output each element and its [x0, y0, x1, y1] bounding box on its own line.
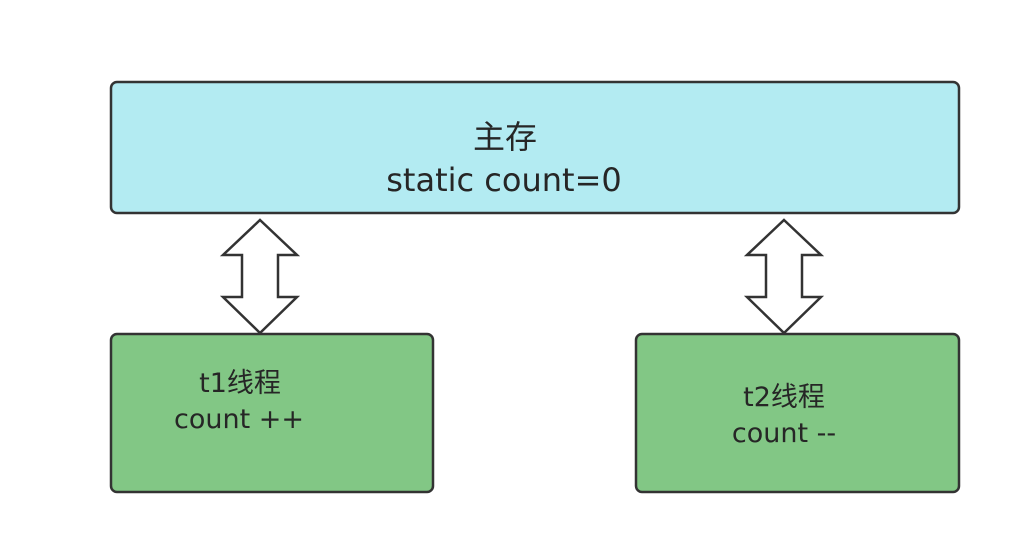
- thread-t2-node: t2线程 count --: [634, 332, 961, 494]
- thread-t1-box: [109, 332, 435, 494]
- thread-t2-op: count --: [732, 418, 836, 449]
- main-memory-node: 主存 static count=0: [109, 80, 961, 215]
- t1-memory-double-arrow: [219, 218, 301, 335]
- thread-t2-box: [634, 332, 961, 494]
- thread-t1-op: count ++: [174, 404, 304, 435]
- main-memory-title: 主存: [473, 118, 537, 156]
- thread-t1-title: t1线程: [199, 368, 281, 399]
- main-memory-box: [109, 80, 961, 215]
- thread-t1-node: t1线程 count ++: [109, 332, 435, 494]
- t2-memory-double-arrow: [743, 218, 825, 335]
- main-memory-value: static count=0: [386, 161, 621, 199]
- thread-t2-title: t2线程: [743, 382, 825, 413]
